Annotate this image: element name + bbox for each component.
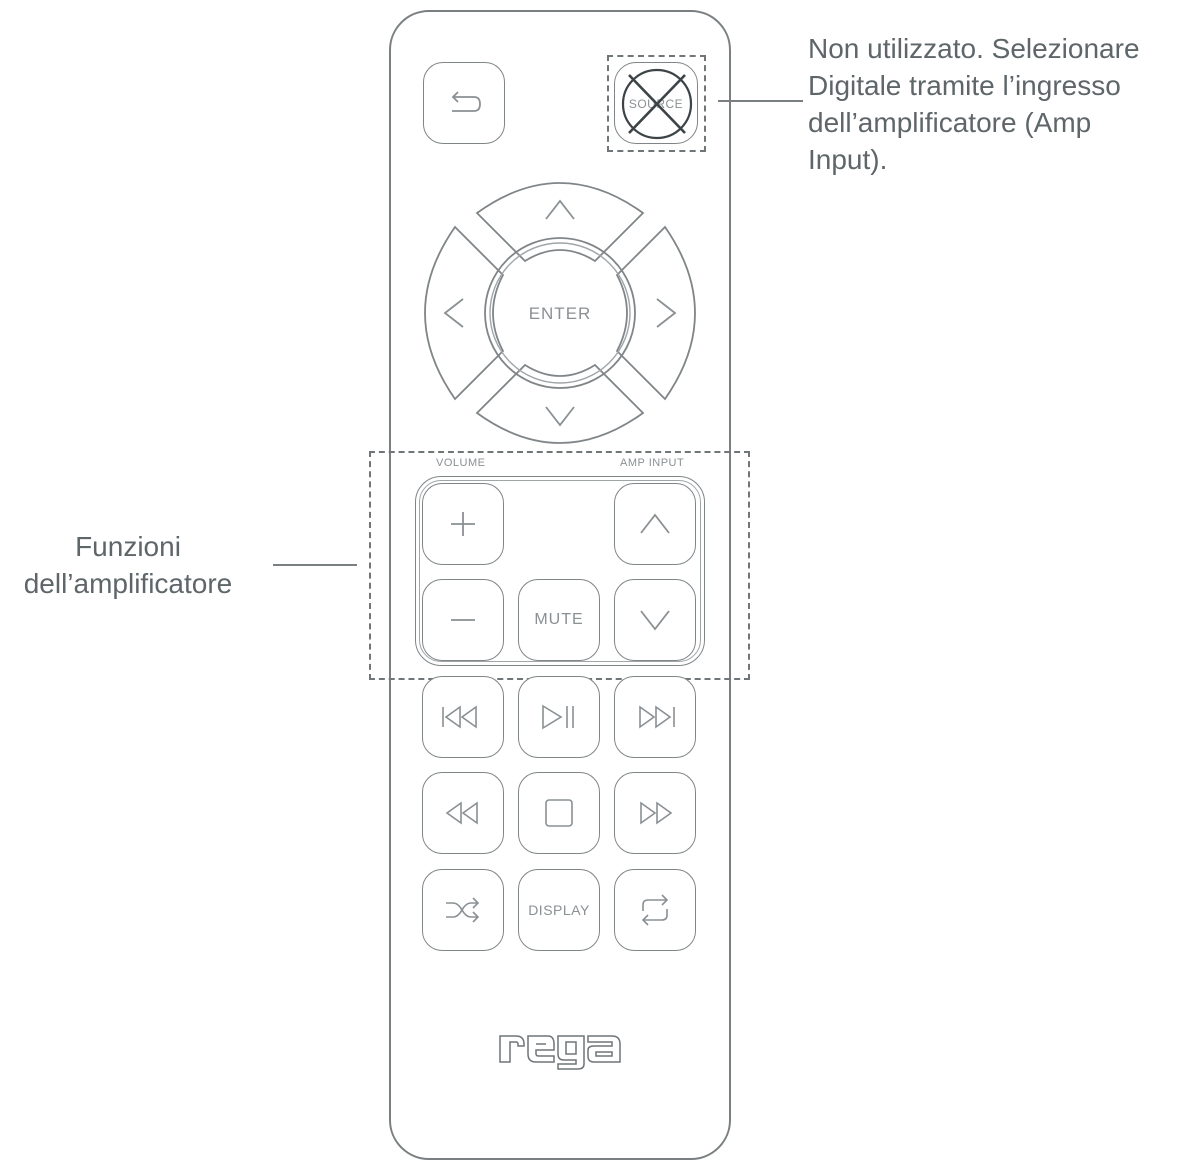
skip-next-icon	[632, 705, 678, 729]
mute-button[interactable]: MUTE	[518, 579, 600, 661]
display-button[interactable]: DISPLAY	[518, 869, 600, 951]
stop-button[interactable]	[518, 772, 600, 854]
amp-input-down-button[interactable]	[614, 579, 696, 661]
next-button[interactable]	[614, 676, 696, 758]
source-callout-line-1: Non utilizzato. Selezionare	[808, 33, 1140, 64]
amp-group-frame-inner	[419, 480, 701, 662]
play-pause-icon	[540, 704, 578, 730]
up-button[interactable]	[478, 187, 642, 243]
chevron-left-icon	[443, 298, 464, 328]
rewind-icon	[443, 801, 483, 825]
skip-previous-icon	[440, 705, 486, 729]
amp-functions-callout: Funzioni dell’amplificatore	[0, 528, 256, 602]
mute-label: MUTE	[534, 611, 584, 628]
amp-input-label: AMP INPUT	[620, 457, 685, 469]
volume-label: VOLUME	[436, 457, 486, 469]
play-pause-button[interactable]	[518, 676, 600, 758]
volume-down-button[interactable]	[422, 579, 504, 661]
volume-up-button[interactable]	[422, 483, 504, 565]
back-button[interactable]	[423, 62, 505, 144]
fast-forward-button[interactable]	[614, 772, 696, 854]
minus-icon	[448, 605, 478, 635]
left-button[interactable]	[420, 240, 482, 380]
chevron-up-icon	[545, 199, 575, 220]
stop-icon	[543, 797, 575, 829]
source-leader-line	[718, 100, 803, 102]
repeat-icon	[635, 893, 675, 927]
plus-icon	[448, 509, 478, 539]
rewind-button[interactable]	[422, 772, 504, 854]
enter-label: ENTER	[528, 304, 592, 323]
shuffle-button[interactable]	[422, 869, 504, 951]
previous-button[interactable]	[422, 676, 504, 758]
amp-group-frame	[415, 476, 705, 666]
rega-logo: rega	[496, 1028, 624, 1070]
amp-input-up-button[interactable]	[614, 483, 696, 565]
enter-button[interactable]: ENTER	[520, 304, 600, 324]
source-highlight-box	[607, 55, 706, 152]
source-callout-line-4: Input).	[808, 144, 888, 175]
dpad-right-segment	[615, 225, 696, 401]
cross-out-icon	[615, 63, 699, 145]
display-label: DISPLAY	[528, 902, 590, 918]
amp-leader-line	[273, 564, 357, 566]
source-button[interactable]: SOURCE	[614, 62, 698, 144]
dpad-up-segment	[475, 182, 645, 263]
down-button[interactable]	[478, 387, 642, 443]
amp-callout-line-2: dell’amplificatore	[23, 568, 233, 599]
chevron-right-icon	[656, 298, 677, 328]
amp-callout-line-1: Funzioni	[75, 531, 181, 562]
right-button[interactable]	[638, 240, 700, 380]
source-callout-line-2: Digitale tramite l’ingresso	[808, 70, 1121, 101]
remote-control-body	[389, 10, 731, 1160]
repeat-button[interactable]	[614, 869, 696, 951]
chevron-down-icon	[545, 406, 575, 427]
shuffle-icon	[443, 896, 483, 924]
chevron-down-icon	[638, 608, 672, 632]
source-callout-line-3: dell’amplificatore (Amp	[808, 107, 1092, 138]
dpad-down-segment	[475, 363, 645, 444]
fast-forward-icon	[635, 801, 675, 825]
chevron-up-icon	[638, 512, 672, 536]
d-pad	[424, 182, 696, 444]
dpad-left-segment	[424, 225, 505, 401]
source-callout: Non utilizzato. Selezionare Digitale tra…	[808, 30, 1140, 178]
back-arrow-icon	[444, 87, 484, 119]
